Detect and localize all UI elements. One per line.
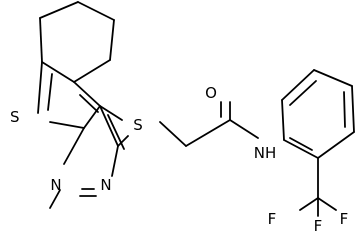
bond [111,145,119,177]
atom-label-amide-nh: NH [254,144,277,162]
bond [49,121,85,129]
bond [73,59,111,83]
bond [83,105,101,129]
bond [281,99,285,141]
atom-label-fluorine-1: F [268,210,277,228]
bond-network [37,1,355,217]
bond [343,91,346,128]
bond [117,135,129,147]
bond [317,131,355,159]
atom-label-sulfur-thiophene: S [10,108,20,126]
bond [351,85,355,133]
atom-label-oxygen: O [205,84,217,102]
atom-label-fluorine-3: F [340,210,349,228]
bond [49,189,61,209]
bond [299,197,319,211]
bond [229,119,259,139]
bond [39,17,43,63]
bond [289,137,313,151]
bond [37,61,43,114]
bond [73,81,101,107]
bond [99,105,123,121]
atom-label-sulfur-thioether: S [133,116,143,134]
bond [159,121,187,147]
bond [79,94,99,113]
bond [281,69,315,101]
bond [313,69,353,87]
bond [283,139,319,159]
bond [41,61,75,83]
bond [99,105,119,147]
bond [289,80,317,106]
atom-label-fluorine-2: F [314,217,323,235]
bond [109,19,115,61]
bond [63,127,85,165]
atom-label-nitrogen-n1: N [50,176,61,194]
bond [185,119,231,147]
bond [317,197,337,211]
atom-label-nitrogen-n3: N [100,176,111,194]
atom-labels: S S N N O NH F F F [10,84,348,235]
bond [39,1,79,19]
bond [77,1,115,21]
bond [47,73,53,111]
